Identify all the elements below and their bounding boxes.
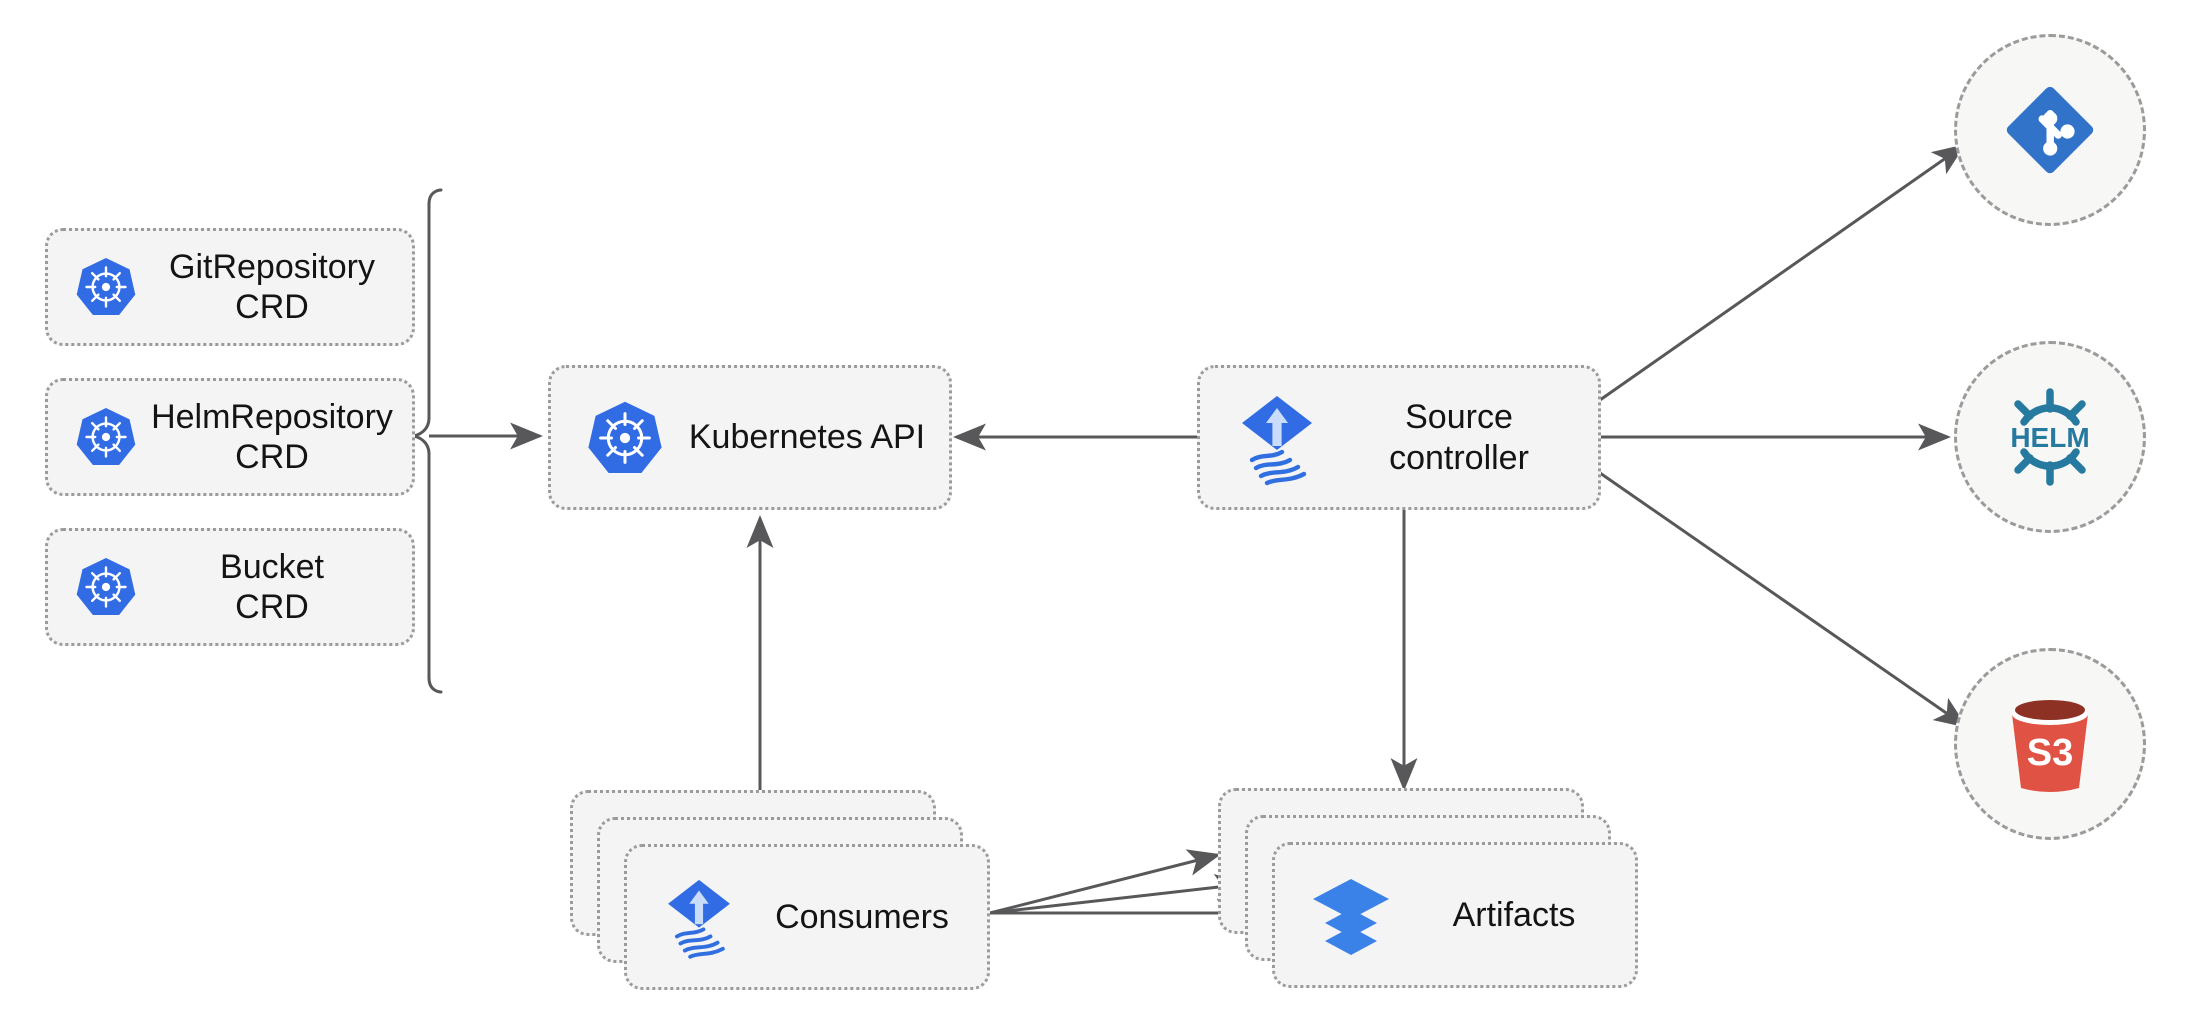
git-icon xyxy=(1998,78,2102,182)
flux-icon xyxy=(661,873,737,961)
consumers-card-front[interactable]: Consumers xyxy=(624,844,990,990)
node-label: Consumers xyxy=(775,897,949,936)
node-consumers[interactable]: Consumers xyxy=(570,790,990,990)
kubernetes-icon xyxy=(74,405,138,469)
node-label: Source controller xyxy=(1389,398,1529,477)
kubernetes-icon xyxy=(74,255,138,319)
node-label: GitRepository CRD xyxy=(169,247,375,326)
node-label: Artifacts xyxy=(1452,895,1576,934)
edge-consumers-to-artifacts-middle xyxy=(989,873,1248,915)
edge-source-controller-to-s3 xyxy=(1599,471,1968,728)
edge-consumers-to-artifacts-top xyxy=(989,849,1221,915)
helm-icon: HELM xyxy=(1991,378,2109,496)
s3-bucket-icon: S3 xyxy=(2000,692,2100,796)
node-bucket-crd[interactable]: Bucket CRD xyxy=(45,528,415,646)
edge-source-controller-to-git xyxy=(1599,144,1966,402)
helm-label: HELM xyxy=(2010,422,2089,453)
node-gitrepository-crd[interactable]: GitRepository CRD xyxy=(45,228,415,346)
node-s3-source[interactable]: S3 xyxy=(1954,648,2146,840)
kubernetes-icon xyxy=(585,398,665,478)
node-helmrepository-crd[interactable]: HelmRepository CRD xyxy=(45,378,415,496)
node-kubernetes-api[interactable]: Kubernetes API xyxy=(548,365,952,510)
kubernetes-icon xyxy=(74,555,138,619)
node-label: Bucket CRD xyxy=(220,547,324,626)
s3-label: S3 xyxy=(2027,732,2073,774)
artifacts-card-front[interactable]: Artifacts xyxy=(1272,842,1638,988)
node-artifacts[interactable]: Artifacts xyxy=(1218,788,1638,988)
node-label: Kubernetes API xyxy=(688,418,926,457)
crd-group-bracket xyxy=(409,188,443,694)
layers-icon xyxy=(1309,873,1393,957)
node-git-source[interactable] xyxy=(1954,34,2146,226)
node-helm-source[interactable]: HELM xyxy=(1954,341,2146,533)
flux-icon xyxy=(1234,390,1320,486)
node-source-controller[interactable]: Source controller xyxy=(1197,365,1601,510)
node-label: HelmRepository CRD xyxy=(151,397,393,476)
